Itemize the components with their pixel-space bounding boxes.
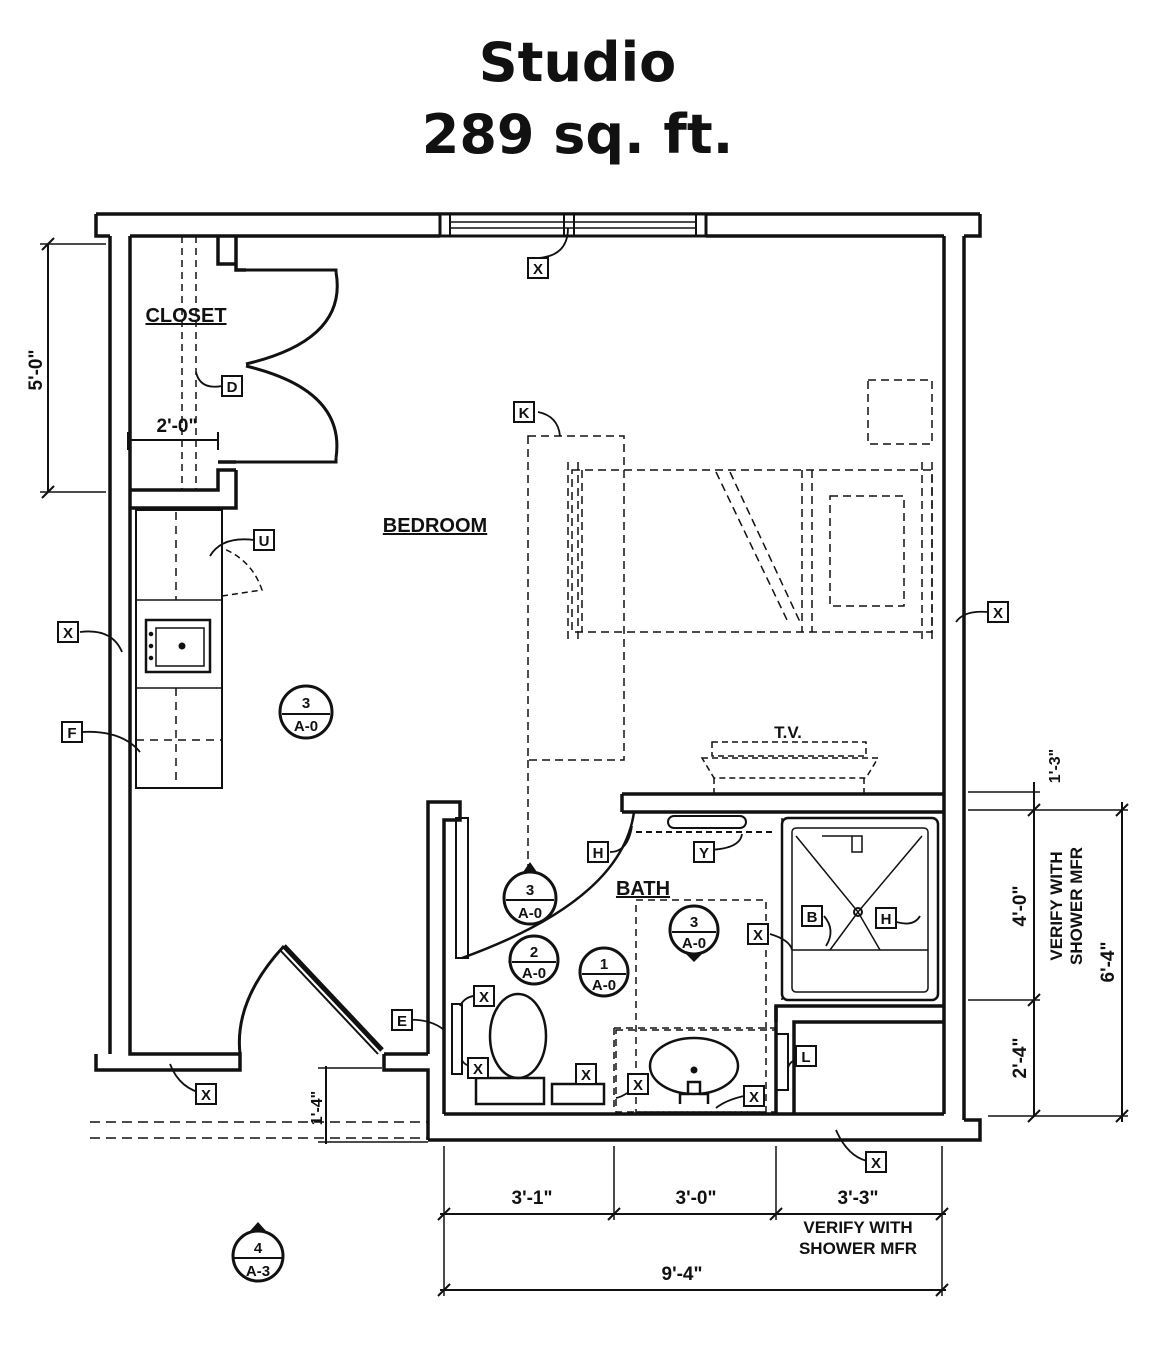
section-marker-5: 3 A-0 bbox=[668, 904, 720, 962]
section-marker-1: 3 A-0 bbox=[278, 684, 334, 740]
plan-area: 289 sq. ft. bbox=[421, 103, 734, 166]
doors bbox=[236, 268, 636, 1055]
shower bbox=[780, 816, 940, 1002]
section-marker-3: 2 A-0 bbox=[508, 934, 560, 986]
keynote-closet-door: D bbox=[227, 379, 238, 396]
svg-text:3: 3 bbox=[526, 882, 534, 899]
section-marker-6: 4 A-3 bbox=[231, 1222, 285, 1283]
keynote-window-x: X bbox=[533, 261, 543, 278]
dim-closet-height: 5'-0" bbox=[26, 350, 47, 391]
svg-text:A-0: A-0 bbox=[522, 965, 546, 982]
svg-text:A-0: A-0 bbox=[518, 905, 542, 922]
dim-right-lower: 2'-4" bbox=[1010, 1038, 1031, 1079]
plan-title: Studio bbox=[478, 31, 677, 94]
svg-text:A-0: A-0 bbox=[682, 935, 706, 952]
clear-floor-space bbox=[613, 899, 776, 1113]
keynote-bath-door: H bbox=[593, 845, 604, 862]
keynote-right-wall: X bbox=[993, 605, 1003, 622]
keynote-shower-x: X bbox=[753, 927, 763, 944]
verify-note-right-1: VERIFY WITH bbox=[1047, 851, 1066, 960]
keynote-bath-y: Y bbox=[699, 845, 709, 862]
vanity bbox=[615, 1029, 789, 1113]
tv-label: T.V. bbox=[774, 723, 802, 742]
closet-label: CLOSET bbox=[145, 305, 226, 327]
keynote-linen-l: L bbox=[801, 1049, 810, 1066]
bed bbox=[527, 379, 933, 872]
keynote-bath-bottom: X bbox=[871, 1155, 881, 1172]
bedroom-label: BEDROOM bbox=[383, 515, 487, 537]
keynote-left-wall: X bbox=[63, 625, 73, 642]
dim-right-top: 1'-3" bbox=[1047, 749, 1064, 784]
dim-door-jamb: 1'-4" bbox=[309, 1091, 326, 1126]
svg-text:2: 2 bbox=[530, 944, 538, 961]
verify-note-bottom-2: SHOWER MFR bbox=[799, 1239, 917, 1258]
keynote-bed: K bbox=[519, 405, 530, 422]
keynote-shower-b: B bbox=[807, 909, 818, 926]
dim-bath-seg2: 3'-0" bbox=[676, 1188, 717, 1209]
section-marker-4: 1 A-0 bbox=[578, 946, 630, 998]
svg-text:A-0: A-0 bbox=[294, 718, 318, 735]
dim-bath-total: 9'-4" bbox=[662, 1264, 703, 1285]
dim-closet-width: 2'-0" bbox=[157, 416, 198, 437]
keynote-vanity-x3: X bbox=[749, 1089, 759, 1106]
dimension-lines bbox=[40, 237, 1129, 1297]
tv bbox=[700, 741, 880, 794]
keynote-toilet-x1: X bbox=[479, 989, 489, 1006]
verify-note-bottom-1: VERIFY WITH bbox=[803, 1218, 912, 1237]
keynote-entry-e: E bbox=[397, 1013, 407, 1030]
svg-text:A-3: A-3 bbox=[246, 1263, 270, 1280]
verify-note-right-2: SHOWER MFR bbox=[1067, 847, 1086, 965]
dim-right-total: 6'-4" bbox=[1098, 942, 1119, 983]
dim-bath-seg1: 3'-1" bbox=[512, 1188, 553, 1209]
kitchenette bbox=[135, 509, 263, 789]
svg-text:3: 3 bbox=[690, 914, 698, 931]
bath-label: BATH bbox=[616, 878, 670, 900]
dim-right-shower: 4'-0" bbox=[1010, 886, 1031, 927]
keynote-vanity-x1: X bbox=[581, 1067, 591, 1084]
keynote-toilet-x2: X bbox=[473, 1061, 483, 1078]
svg-text:3: 3 bbox=[302, 695, 310, 712]
svg-text:1: 1 bbox=[600, 956, 608, 973]
keynote-boxes bbox=[57, 257, 1009, 1173]
exterior-walls bbox=[94, 212, 982, 1142]
svg-text:A-0: A-0 bbox=[592, 977, 616, 994]
keynote-letters: X D K U X F X H Y B H X E X X X X X L X … bbox=[63, 261, 1003, 1172]
section-marker-2: 3 A-0 bbox=[502, 862, 558, 926]
keynote-shower-h: H bbox=[881, 911, 892, 928]
keynote-entry-x: X bbox=[201, 1087, 211, 1104]
svg-text:4: 4 bbox=[254, 1240, 263, 1257]
threshold-lines bbox=[90, 1121, 428, 1139]
grab-bar bbox=[636, 815, 776, 833]
keynote-kitchen-f: F bbox=[67, 725, 76, 742]
dim-bath-seg3: 3'-3" bbox=[838, 1188, 879, 1209]
closet-rod bbox=[181, 236, 197, 490]
keynote-kitchen-upper: U bbox=[259, 533, 270, 550]
keynote-vanity-x2: X bbox=[633, 1077, 643, 1094]
toilet bbox=[451, 992, 606, 1106]
window bbox=[438, 212, 708, 238]
